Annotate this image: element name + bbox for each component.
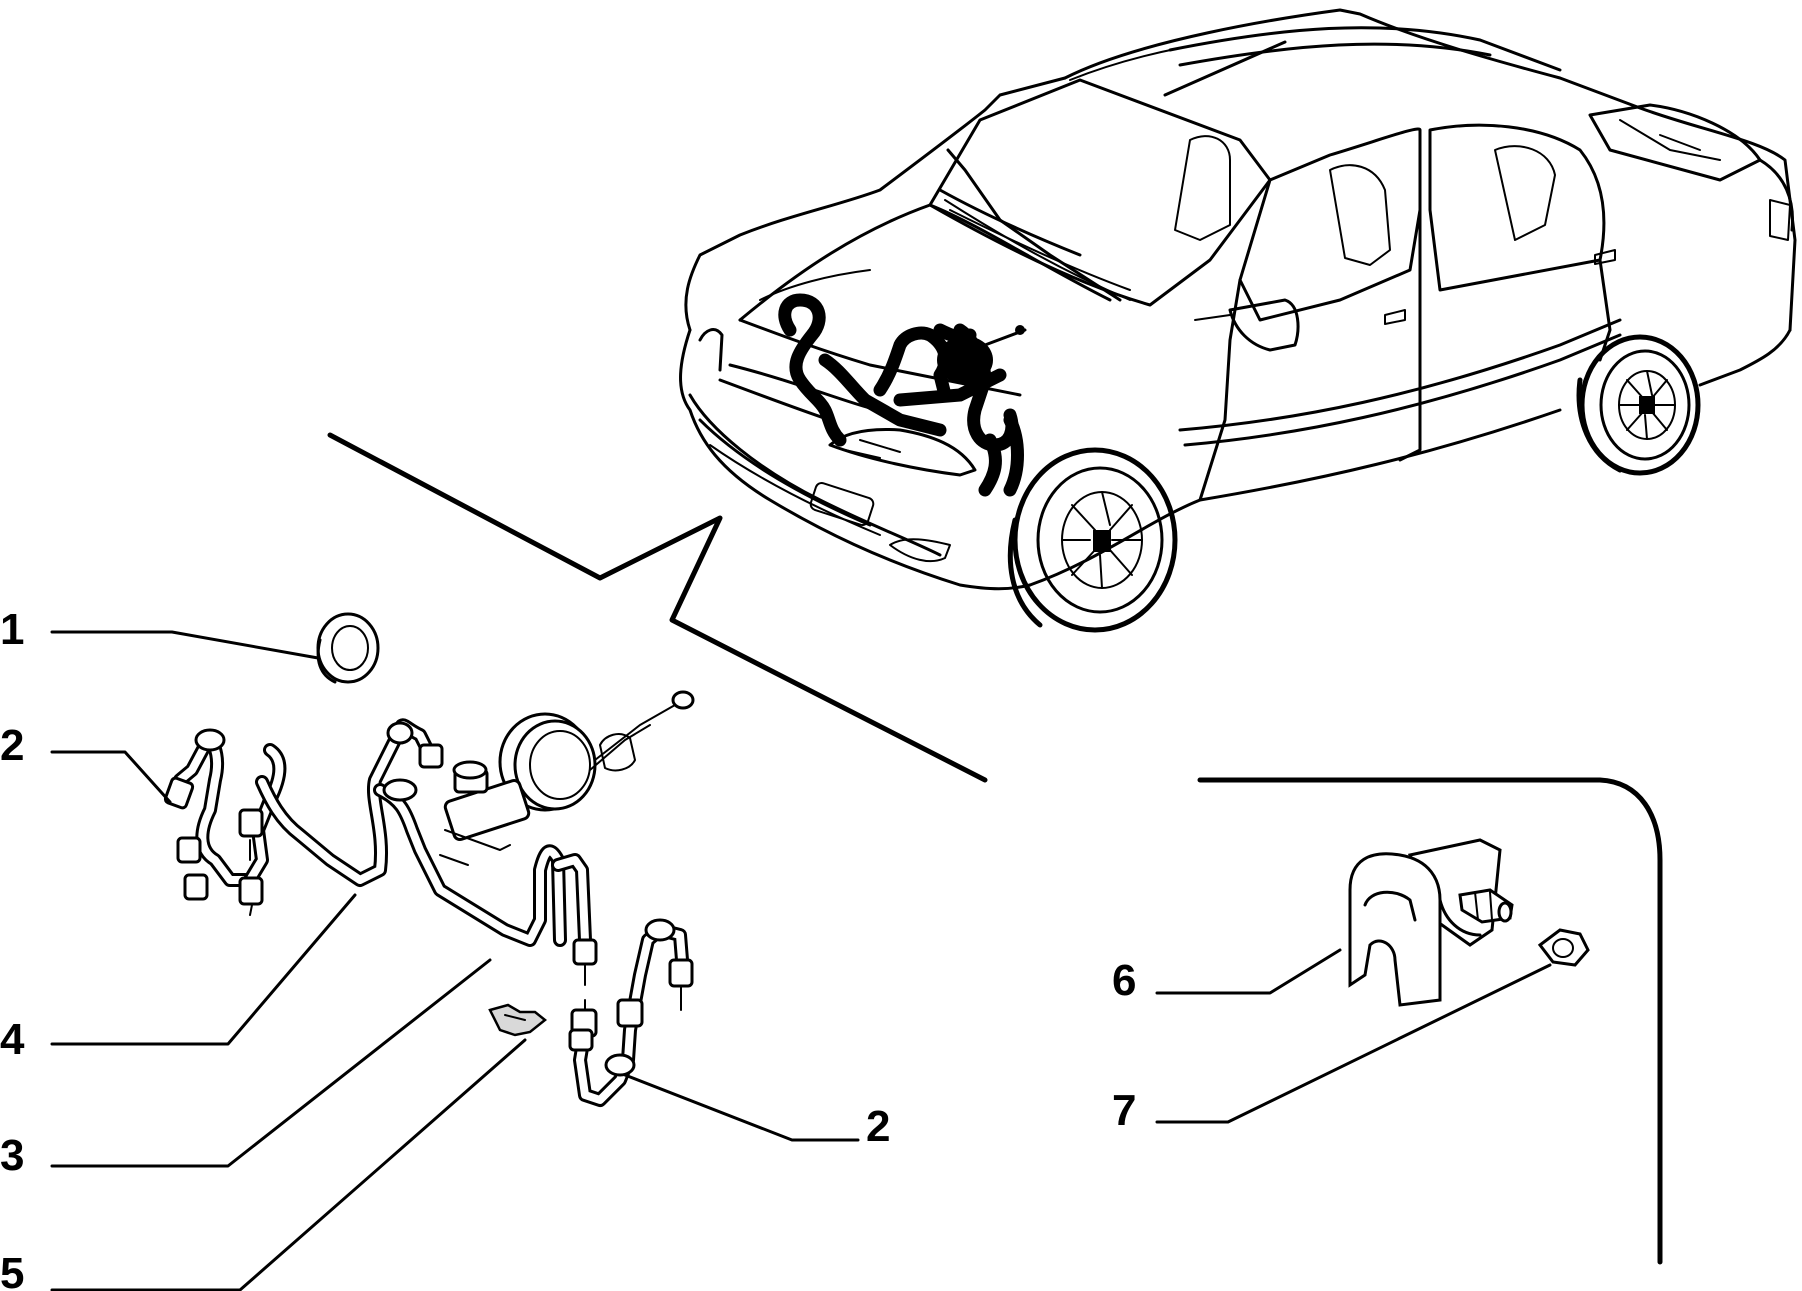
part-clip (488, 1003, 548, 1037)
leader-4 (50, 893, 357, 1046)
leader-2a (50, 750, 172, 804)
leader-5 (50, 1038, 527, 1291)
part-nut (1537, 928, 1590, 967)
zoom-leader-lines (327, 432, 1663, 1265)
callout-1: 1 (0, 605, 24, 654)
callout-4: 4 (0, 1015, 25, 1064)
part-brake-pipe-4 (255, 718, 444, 887)
part-plug (316, 612, 380, 684)
callout-leaders (50, 630, 1552, 1291)
front-wheel (1007, 447, 1178, 633)
part-brake-pipe-left (163, 728, 287, 916)
leader-2b (623, 1073, 860, 1142)
leader-7 (1155, 963, 1552, 1124)
callout-5: 5 (0, 1249, 24, 1291)
part-brake-pipe-right (568, 918, 694, 1107)
car-brake-lines (778, 293, 1027, 497)
rear-wheel (1576, 334, 1701, 476)
callout-7: 7 (1112, 1086, 1136, 1135)
part-bracket (1348, 838, 1514, 1007)
callout-labels: 1 2 4 3 5 2 6 7 (0, 605, 1136, 1291)
callout-3: 3 (0, 1131, 24, 1180)
brake-servo-master-cylinder (439, 690, 695, 866)
leader-1 (50, 630, 320, 660)
callout-2-right: 2 (866, 1102, 890, 1151)
leader-6 (1155, 948, 1342, 995)
callout-6: 6 (1112, 956, 1136, 1005)
car-illustration (679, 8, 1797, 633)
part-brake-pipe-3 (373, 778, 598, 986)
leader-3 (50, 958, 492, 1168)
callout-2-left: 2 (0, 721, 24, 770)
